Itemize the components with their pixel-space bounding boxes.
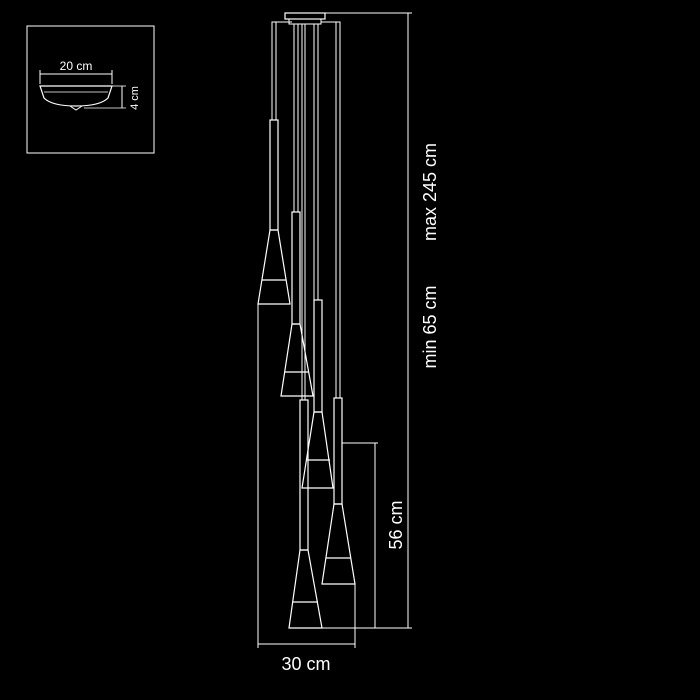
cords <box>271 21 341 400</box>
pendant-2-stem <box>291 211 301 325</box>
pendant-4-stem <box>333 397 343 505</box>
shade-drop-label: 56 cm <box>386 500 406 549</box>
min-height-label: min 65 cm <box>420 285 440 368</box>
canopy-center <box>69 105 83 111</box>
cord-5 <box>322 21 337 398</box>
cord-1b <box>275 21 292 120</box>
cord-1 <box>271 21 291 120</box>
pendant-2-shade <box>280 323 314 397</box>
pendant-1-shade <box>257 229 291 305</box>
total-height-dimension <box>322 12 412 629</box>
inset-frame <box>26 25 155 154</box>
cord-5b <box>321 21 341 398</box>
pendant-5 <box>288 399 323 629</box>
canopy-shape <box>39 85 113 107</box>
pendant-4 <box>321 397 356 585</box>
cord-2 <box>293 23 296 212</box>
inset-height-label: 4 cm <box>129 86 141 110</box>
pendant-5-shade <box>288 549 323 629</box>
total-height-label: max 245 cm <box>420 143 440 241</box>
main-canopy-body <box>288 18 322 25</box>
cord-2b <box>297 23 300 212</box>
pendant-2 <box>280 211 314 397</box>
pendant-1-stem <box>269 119 279 231</box>
cord-4 <box>312 23 315 300</box>
pendant-3-shade <box>301 411 334 489</box>
cord-4b <box>316 23 319 300</box>
main-canopy-plate <box>284 12 326 20</box>
pendant-3-stem <box>313 299 323 413</box>
pendant-4-shade <box>321 503 356 585</box>
canopy-inset: 20 cm 4 cm <box>26 25 155 154</box>
spread-dimension <box>257 304 356 648</box>
spread-label: 30 cm <box>281 654 330 674</box>
shade-drop-dimension <box>342 442 378 628</box>
inset-width-label: 20 cm <box>60 59 93 73</box>
pendant-3 <box>301 299 334 489</box>
pendant-1 <box>257 119 291 305</box>
